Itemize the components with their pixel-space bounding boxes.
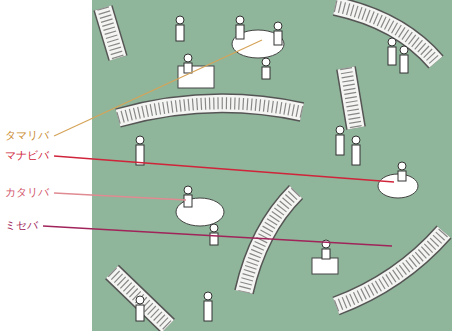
area-label: マナビバ bbox=[4, 149, 50, 162]
leader-line bbox=[54, 156, 394, 182]
floor bbox=[92, 0, 452, 331]
leader-line bbox=[43, 226, 392, 246]
area-label: タマリバ bbox=[4, 129, 50, 142]
area-label: ミセバ bbox=[4, 219, 39, 232]
area-label: カタリバ bbox=[4, 186, 50, 199]
leader-line bbox=[54, 193, 186, 200]
leader-line bbox=[54, 40, 262, 136]
